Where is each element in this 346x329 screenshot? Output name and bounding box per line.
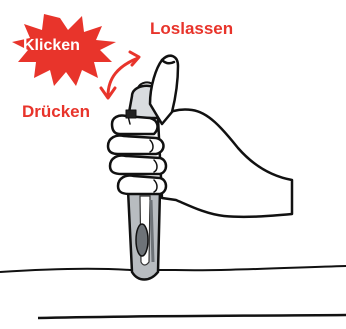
skin-line-lower — [38, 315, 346, 318]
press-label: Drücken — [22, 103, 90, 120]
skin-line-upper — [0, 266, 346, 272]
click-label: Klicken — [23, 38, 80, 54]
release-label: Loslassen — [150, 20, 233, 37]
hand — [108, 56, 292, 217]
